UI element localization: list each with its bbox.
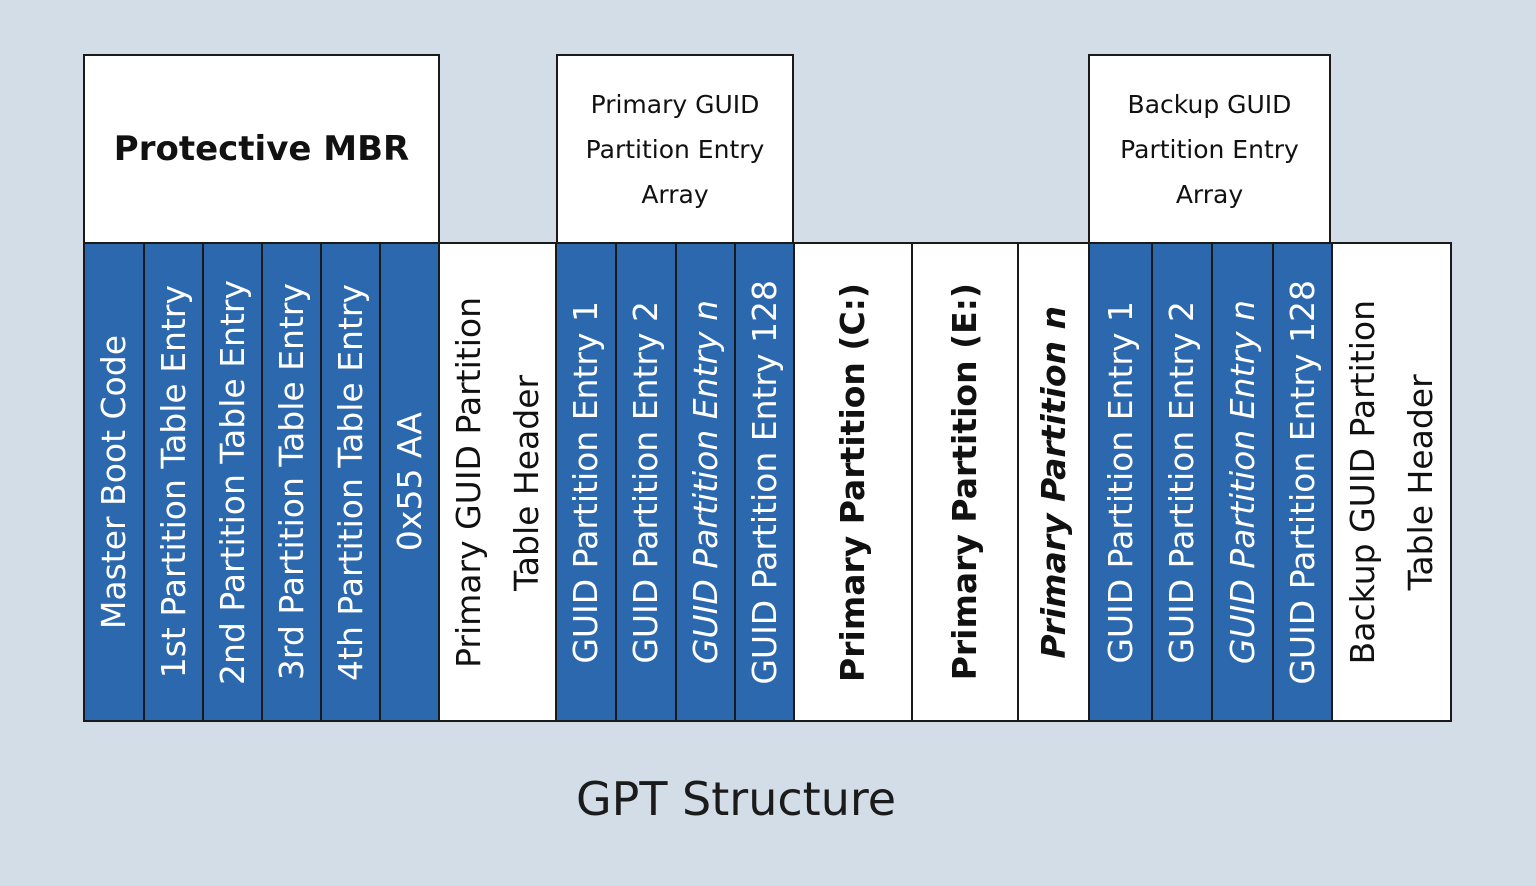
cell-label: 4th Partition Table Entry — [330, 283, 370, 681]
cell-label: 0x55 AA — [389, 412, 429, 552]
primary-partition-n-cell: Primary Partition n — [1019, 244, 1090, 720]
cell-label: GUID Partition Entry 128 — [1282, 279, 1322, 685]
cell-label: Primary Partition (E:) — [945, 283, 984, 681]
cell-label: 1st Partition Table Entry — [153, 285, 193, 679]
cell-label: GUID Partition Entry 2 — [626, 300, 665, 664]
cell-label: GUID Partition Entry n — [1222, 299, 1262, 665]
partition-table-entry-2-cell: 2nd Partition Table Entry — [204, 244, 263, 720]
primary-guid-entry-1-cell: GUID Partition Entry 1 — [557, 244, 617, 720]
primary-partition-c-cell: Primary Partition (C:) — [795, 244, 913, 720]
backup-guid-entry-2-cell: GUID Partition Entry 2 — [1153, 244, 1213, 720]
primary-guid-entry-128-cell: GUID Partition Entry 128 — [736, 244, 795, 720]
primary-guid-entry-n-cell: GUID Partition Entry n — [677, 244, 736, 720]
cell-label: Backup GUID Partition Table Header — [1342, 299, 1440, 665]
partition-table-entry-1-cell: 1st Partition Table Entry — [145, 244, 204, 720]
primary-guid-partition-entry-array-box: Primary GUID Partition Entry Array — [556, 54, 794, 244]
backup-guid-entry-1-cell: GUID Partition Entry 1 — [1090, 244, 1153, 720]
diagram-caption: GPT Structure — [575, 772, 897, 826]
cell-label: GUID Partition Entry 1 — [566, 300, 605, 664]
primary-partition-e-cell: Primary Partition (E:) — [913, 244, 1019, 720]
backup-gpt-header-cell: Backup GUID Partition Table Header — [1333, 244, 1452, 720]
primary-gpt-header-cell: Primary GUID Partition Table Header — [440, 244, 557, 720]
protective-mbr-label: Protective MBR — [113, 129, 410, 169]
partition-table-entry-4-cell: 4th Partition Table Entry — [322, 244, 381, 720]
master-boot-code-cell: Master Boot Code — [85, 244, 145, 720]
boot-signature-cell: 0x55 AA — [381, 244, 440, 720]
cell-label: GUID Partition Entry n — [685, 299, 725, 665]
primary-guid-entry-2-cell: GUID Partition Entry 2 — [617, 244, 677, 720]
cell-label: Primary GUID Partition Table Header — [448, 296, 546, 668]
primary-array-label: Primary GUID Partition Entry Array — [585, 89, 765, 209]
cell-label: Primary Partition (C:) — [833, 282, 872, 682]
cell-label: GUID Partition Entry 128 — [744, 279, 784, 685]
cell-label: Master Boot Code — [94, 334, 133, 630]
partition-table-entry-3-cell: 3rd Partition Table Entry — [263, 244, 322, 720]
cell-label: GUID Partition Entry 2 — [1162, 300, 1201, 664]
protective-mbr-box: Protective MBR — [83, 54, 440, 244]
backup-guid-entry-128-cell: GUID Partition Entry 128 — [1274, 244, 1333, 720]
cell-label: GUID Partition Entry 1 — [1100, 300, 1140, 664]
backup-array-label: Backup GUID Partition Entry Array — [1120, 89, 1299, 209]
backup-guid-entry-n-cell: GUID Partition Entry n — [1213, 244, 1274, 720]
cell-label: 2nd Partition Table Entry — [212, 279, 252, 685]
gpt-layout-row: Master Boot Code 1st Partition Table Entr… — [83, 242, 1452, 722]
cell-label: Primary Partition n — [1033, 305, 1073, 659]
backup-guid-partition-entry-array-box: Backup GUID Partition Entry Array — [1088, 54, 1331, 244]
cell-label: 3rd Partition Table Entry — [271, 283, 311, 681]
